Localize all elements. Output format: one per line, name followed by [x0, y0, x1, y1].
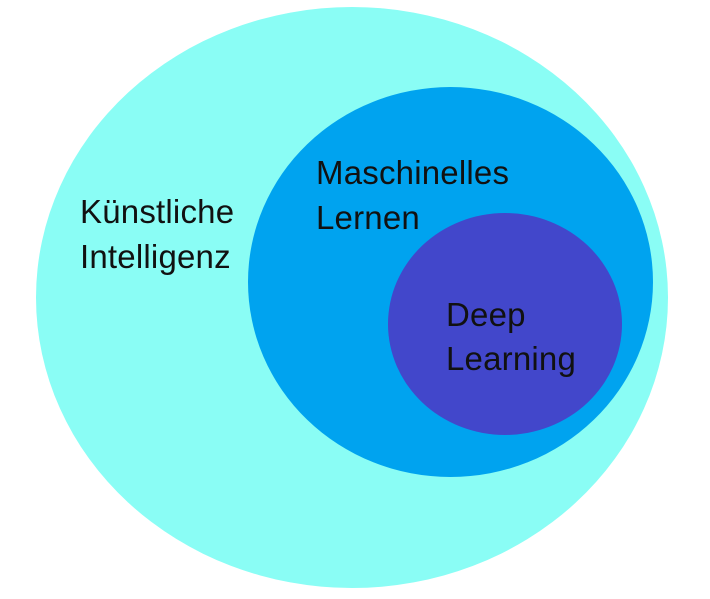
label-line: Künstliche: [80, 193, 235, 230]
label-maschinelles-lernen: Maschinelles Lernen: [316, 150, 509, 240]
label-line: Maschinelles: [316, 154, 510, 191]
label-line: Lernen: [316, 199, 420, 236]
label-kuenstliche-intelligenz: Künstliche Intelligenz: [80, 189, 234, 279]
circle-deep-learning: [388, 213, 622, 435]
label-line: Intelligenz: [80, 238, 231, 275]
label-line: Learning: [446, 340, 577, 377]
label-deep-learning: Deep Learning: [446, 293, 576, 381]
label-line: Deep: [446, 296, 526, 333]
